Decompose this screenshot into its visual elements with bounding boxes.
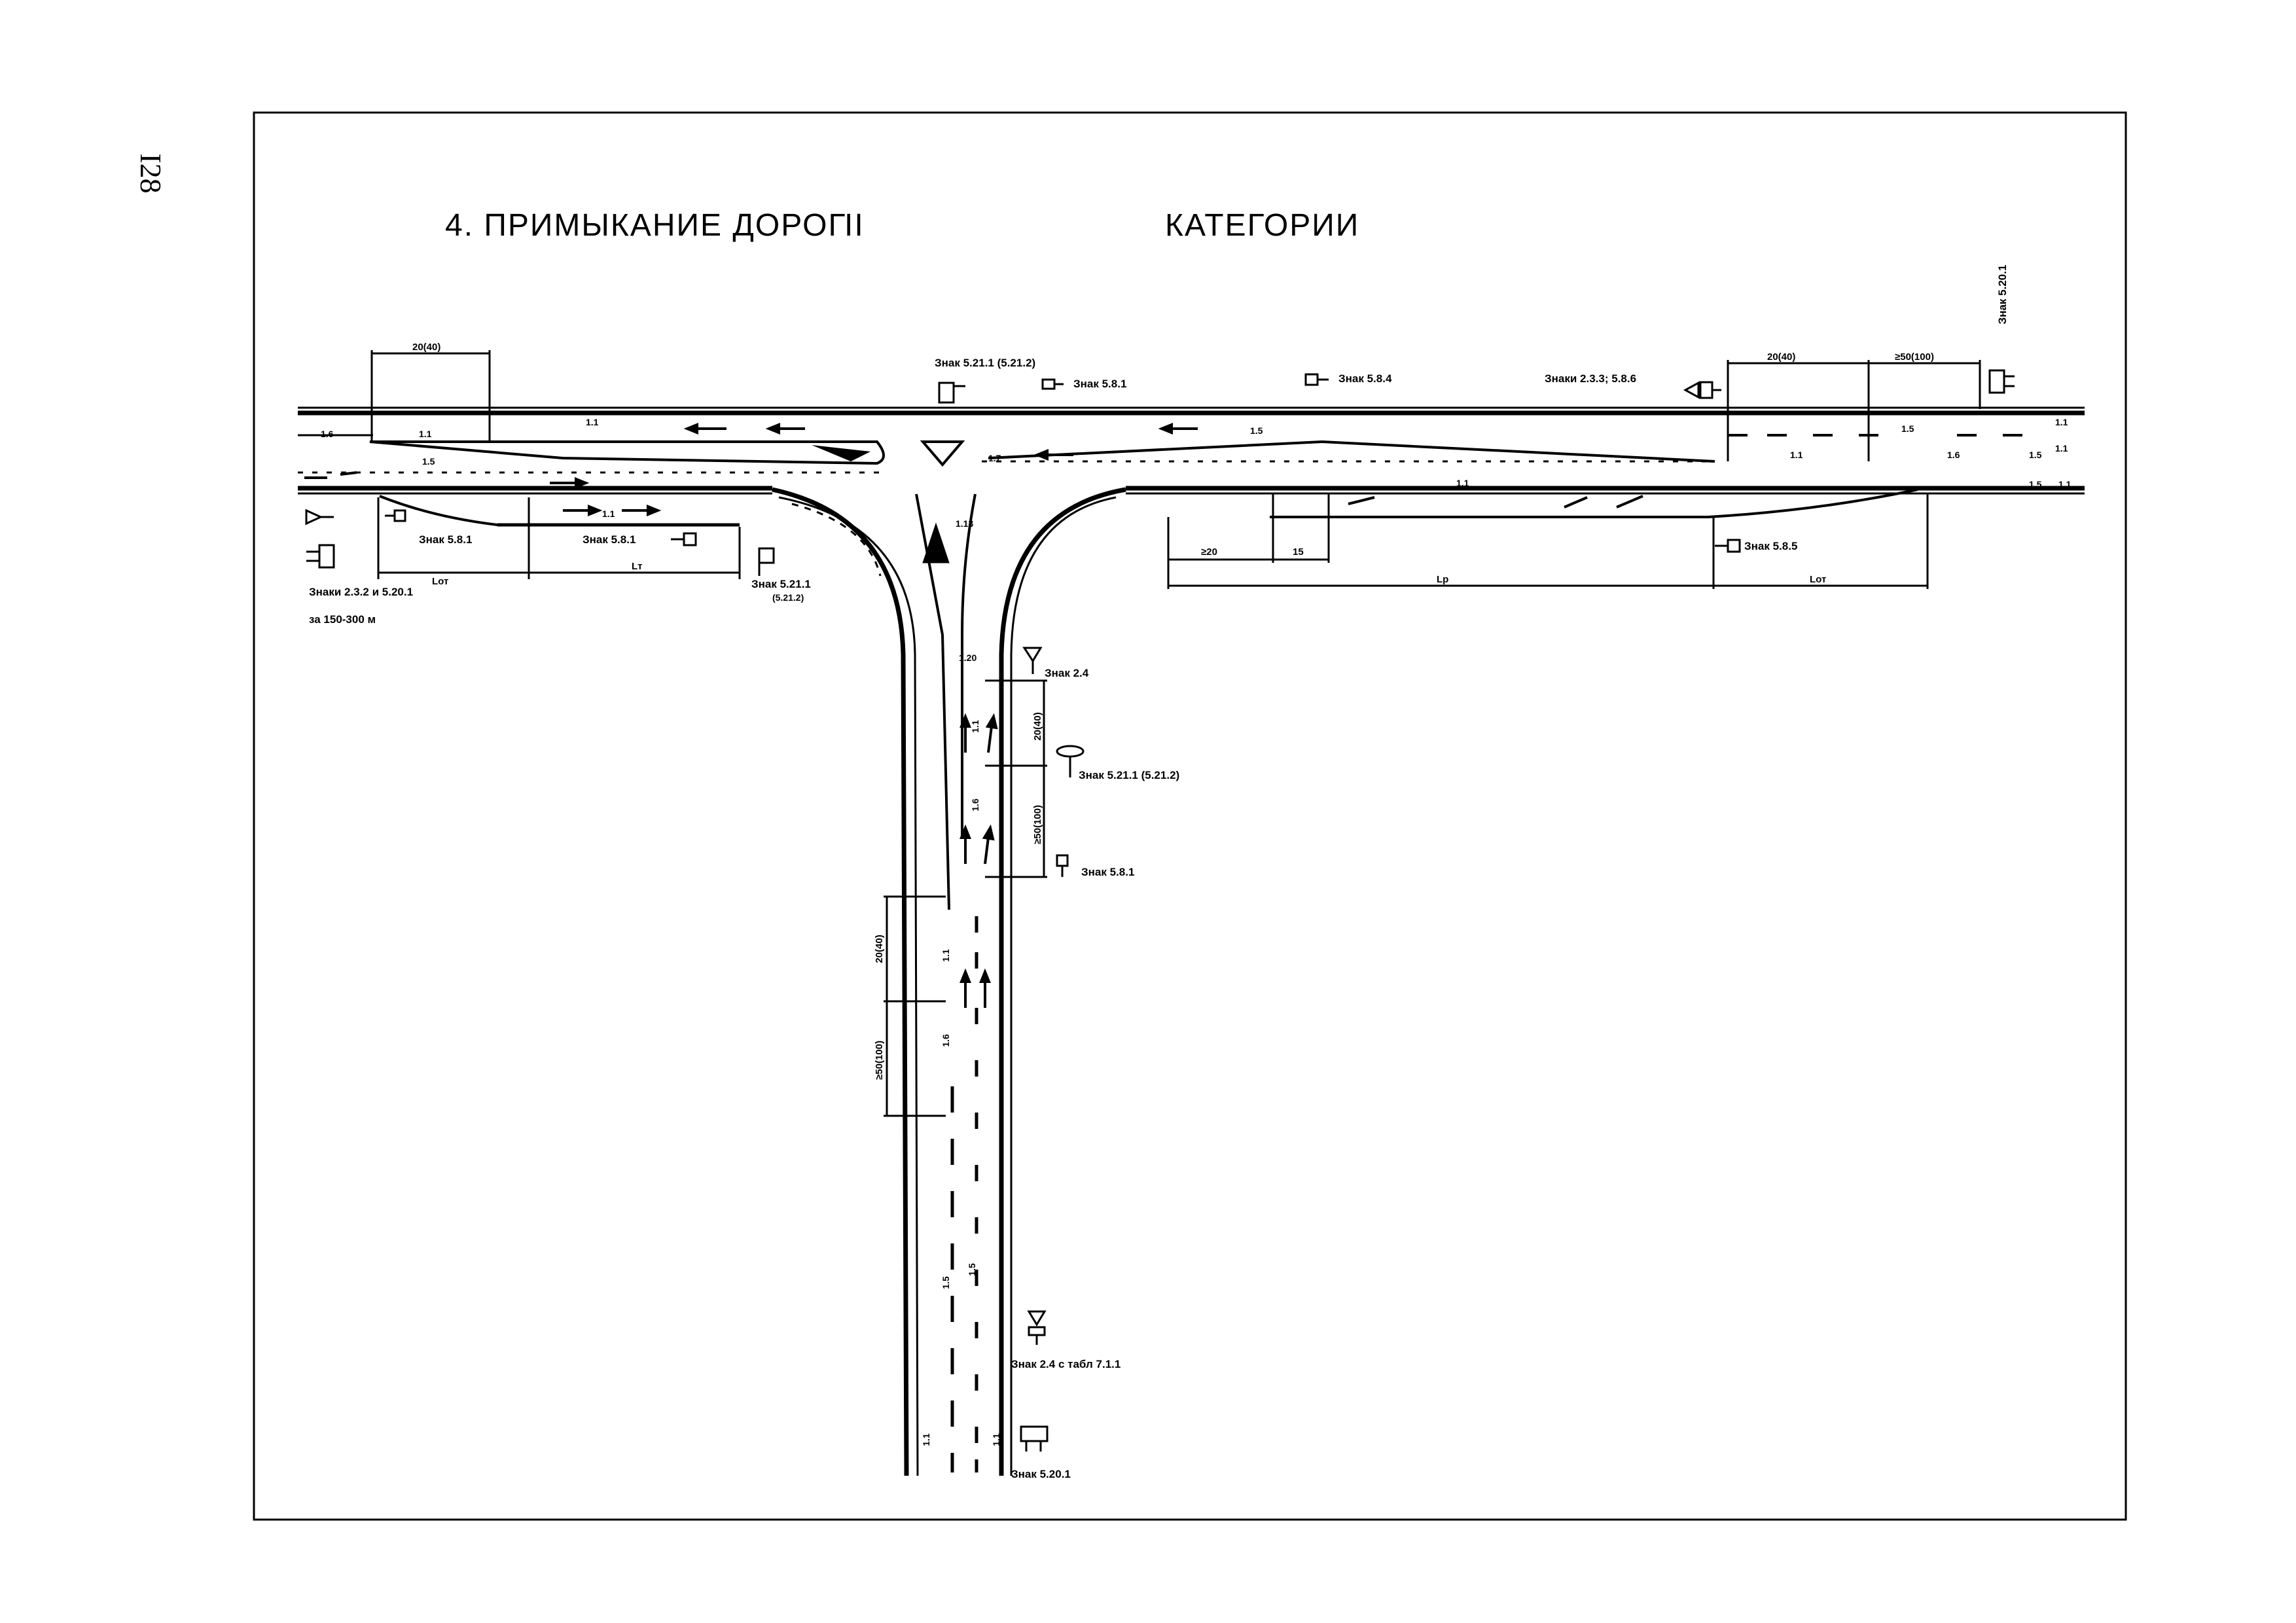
sign-label-3: Знак 5.8.4 xyxy=(1338,372,1392,385)
dim-minor-b: ≥50(100) xyxy=(1032,805,1043,844)
page-number: I28 xyxy=(134,153,168,193)
marking-label: 1.6 xyxy=(970,798,980,812)
marking-label: 1.1 xyxy=(1790,450,1803,460)
marking-label: 1.1 xyxy=(2055,443,2068,454)
dimension-lines xyxy=(370,350,1981,1117)
marking-label: 1.5 xyxy=(1250,425,1263,436)
dim-lp: Lр xyxy=(1437,574,1448,585)
main-road xyxy=(298,406,2085,527)
marking-label: 1.5 xyxy=(2029,479,2042,490)
marking-label: 1.6 xyxy=(321,429,334,439)
dim-top-left: 20(40) xyxy=(412,342,440,353)
sign-label-4: Знаки 2.3.3; 5.8.6 xyxy=(1545,372,1636,385)
dim-top-right-b: ≥50(100) xyxy=(1895,351,1934,363)
marking-label: 1.6 xyxy=(941,1034,951,1047)
minor-road-arrows xyxy=(960,713,998,1008)
sign-label-13: Знак 5.8.1 xyxy=(1081,866,1134,878)
drawing-frame xyxy=(253,111,2127,1521)
marking-label: 1.5 xyxy=(1901,423,1914,434)
sign-label-10: Знак 5.8.5 xyxy=(1744,540,1797,552)
dim-top-right-a: 20(40) xyxy=(1767,351,1795,363)
marking-label: 1.1 xyxy=(921,1433,931,1446)
sign-label-7: Знак 5.8.1 xyxy=(583,533,636,546)
dim-right-lower-b: 15 xyxy=(1293,546,1304,558)
minor-road-dashes xyxy=(950,916,978,1472)
marking-label: 1.5 xyxy=(967,1263,977,1276)
title-prefix: 4. ПРИМЫКАНИЕ ДОРОГ xyxy=(445,208,846,243)
marking-label: 1.1 xyxy=(2058,479,2072,490)
marking-label: 1.5 xyxy=(422,456,435,467)
sign-label-15: Знак 5.20.1 xyxy=(1011,1468,1071,1480)
marking-label: 1.1 xyxy=(970,720,980,733)
dim-lot-right: Lот xyxy=(1810,574,1826,585)
title-category: II xyxy=(844,208,865,243)
marking-labels: 1.1 1.6 1.5 1.1 1.5 1.7 1.1 1.1 1.5 1.6 … xyxy=(321,417,2072,1446)
sign-label-12: Знак 5.21.1 (5.21.2) xyxy=(1079,769,1179,781)
dim-lt: Lт xyxy=(632,561,643,572)
title-suffix: КАТЕГОРИИ xyxy=(1165,208,1359,243)
marking-label: 1.1 xyxy=(991,1433,1001,1446)
marking-label: 1.7 xyxy=(988,453,1001,463)
sign-label-9: Знаки 2.3.2 и 5.20.1 xyxy=(309,586,413,598)
minor-road xyxy=(772,487,1126,1476)
marking-label: 1.1 xyxy=(2055,417,2068,427)
sign-label-11: Знак 2.4 xyxy=(1045,667,1089,679)
marking-label: 1.6 xyxy=(1947,450,1960,460)
marking-label: 1.20 xyxy=(959,652,977,663)
marking-label: 1.1 xyxy=(941,949,951,962)
sign-label-9b: за 150-300 м xyxy=(309,613,376,626)
marking-label: 1.1 xyxy=(602,508,615,519)
lane-dashes xyxy=(304,434,2022,508)
dim-lot-left: Lот xyxy=(432,576,448,587)
lane-arrows xyxy=(550,423,1198,516)
sign-label-6: Знак 5.8.1 xyxy=(419,533,472,546)
sign-symbols xyxy=(305,369,2015,1452)
sign-label-8b: (5.21.2) xyxy=(772,592,804,603)
sign-label-8: Знак 5.21.1 xyxy=(751,578,811,590)
marking-label: 1.13 xyxy=(956,518,973,529)
sign-label-5: Знак 5.20.1 xyxy=(1996,265,2009,325)
marking-label: 1.1 xyxy=(586,417,599,427)
marking-label: 1.5 xyxy=(941,1276,951,1289)
dim-right-lower-a: ≥20 xyxy=(1201,546,1217,558)
marking-label: 1.1 xyxy=(1456,478,1469,488)
dim-minor-c: 20(40) xyxy=(874,935,885,963)
sign-label-2: Знак 5.8.1 xyxy=(1073,378,1126,390)
sign-label-14: Знак 2.4 с табл 7.1.1 xyxy=(1011,1358,1121,1370)
marking-label: 1.5 xyxy=(2029,450,2042,460)
marking-label: 1.1 xyxy=(419,429,432,439)
dim-minor-a: 20(40) xyxy=(1032,712,1043,740)
sign-label-1: Знак 5.21.1 (5.21.2) xyxy=(935,357,1035,369)
dim-minor-d: ≥50(100) xyxy=(874,1041,885,1080)
